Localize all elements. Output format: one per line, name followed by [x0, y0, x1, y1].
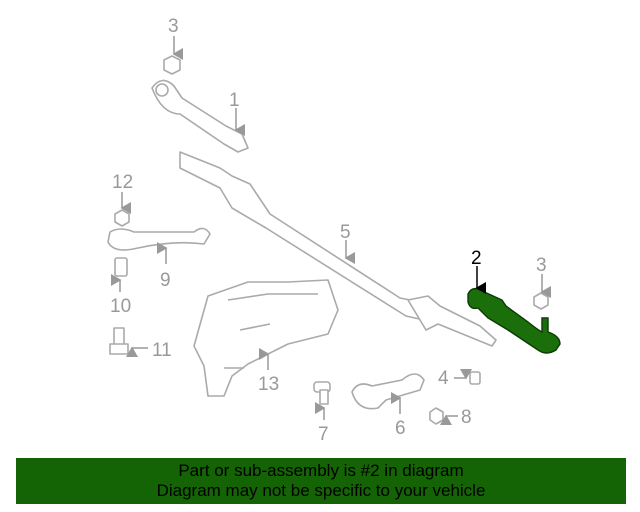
callout-5[interactable]: 5 — [340, 222, 351, 243]
part-12-nut[interactable]: 12 — [112, 172, 133, 227]
callout-9[interactable]: 9 — [160, 270, 171, 291]
part-7-bolt[interactable]: 7 — [313, 381, 331, 445]
part-6-pitman-arm[interactable]: 6 — [351, 373, 425, 439]
callout-6[interactable]: 6 — [395, 418, 406, 439]
callout-2[interactable]: 2 — [471, 248, 482, 269]
callout-13[interactable]: 13 — [258, 374, 279, 395]
callout-4[interactable]: 4 — [438, 368, 449, 389]
callout-3-right[interactable]: 3 — [536, 255, 547, 276]
banner-line-1: Part or sub-assembly is #2 in diagram — [178, 461, 464, 480]
part-2-tie-rod-end-highlighted[interactable]: 2 — [467, 248, 561, 354]
part-3-nut-top[interactable]: 3 — [163, 16, 183, 75]
callout-1[interactable]: 1 — [229, 90, 240, 111]
part-10-bolt[interactable]: 10 — [110, 257, 131, 317]
callout-3[interactable]: 3 — [168, 16, 179, 37]
part-11-bolt[interactable]: 11 — [109, 327, 172, 361]
info-banner: Part or sub-assembly is #2 in diagram Di… — [16, 458, 626, 504]
part-9-idler-arm[interactable]: 9 — [107, 227, 211, 291]
part-13-steering-gear[interactable]: 13 — [193, 279, 339, 397]
callout-10[interactable]: 10 — [110, 296, 131, 317]
callout-7[interactable]: 7 — [318, 424, 329, 445]
part-4-clip[interactable]: 4 — [438, 368, 481, 389]
part-3-nut-right[interactable]: 3 — [533, 255, 551, 310]
banner-line-2: Diagram may not be specific to your vehi… — [156, 481, 486, 500]
part-5-center-rod[interactable]: 5 — [179, 151, 497, 347]
parts-diagram: 3 1 5 12 9 10 11 13 — [107, 16, 561, 445]
callout-11[interactable]: 11 — [152, 340, 172, 361]
part-1-tie-rod-end[interactable]: 1 — [151, 79, 249, 153]
callout-12[interactable]: 12 — [112, 172, 133, 193]
callout-8[interactable]: 8 — [461, 407, 472, 428]
part-8-nut[interactable]: 8 — [429, 407, 472, 428]
